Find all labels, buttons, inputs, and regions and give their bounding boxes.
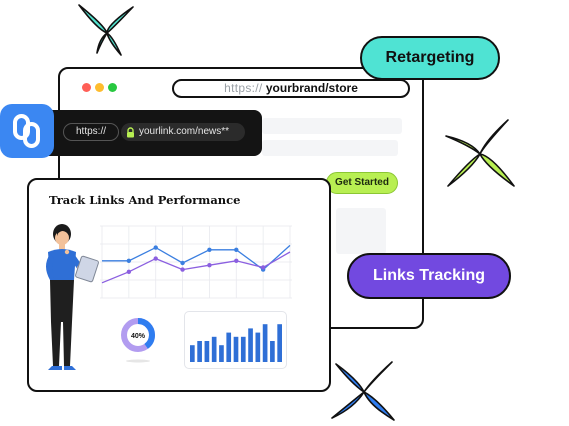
bar [277,324,282,362]
bar [197,341,202,362]
bar [211,336,217,362]
chart-point [126,269,132,274]
chart-point [153,256,158,261]
link-logo [0,104,54,158]
get-started-button[interactable]: Get Started [326,172,398,194]
chart-point [153,245,158,250]
person-illustration [46,224,99,370]
chart-point [234,258,239,263]
placeholder-block [336,208,386,254]
chart-point [180,260,185,266]
window-maximize-dot[interactable] [108,83,117,92]
bar [240,336,246,362]
sparkle-star-top-icon [78,4,134,56]
bar [233,336,239,362]
line-chart [100,225,292,299]
bar [204,341,210,362]
chart-point [207,263,212,268]
window-minimize-dot[interactable] [95,83,104,92]
bar [270,341,275,362]
bar [248,328,253,362]
donut-chart: 40% [121,318,155,363]
bar-chart [190,324,282,362]
retargeting-tag[interactable]: Retargeting [360,36,500,80]
placeholder-line [262,118,402,134]
lock-icon [127,127,134,138]
donut-label: 40% [131,333,146,340]
short-link-text: yourlink.com/news** [139,126,230,137]
card-title: Track Links And Performance [49,193,241,207]
chart-point [180,267,185,272]
bar-chart-frame [184,311,287,369]
bar [190,345,195,362]
chart-series-line [101,251,291,284]
links-tracking-tag[interactable]: Links Tracking [347,253,511,299]
placeholder-line [262,140,398,156]
sparkle-star-lime-icon [445,119,515,187]
address-path: yourbrand/store [265,81,358,95]
short-link-url[interactable]: yourlink.com/news** [121,123,245,141]
sparkle-star-blue-icon [331,361,395,421]
chart-point [126,258,132,263]
bar [255,332,261,362]
chart-point [260,265,266,270]
bar [262,324,268,362]
address-protocol: https:// [224,81,263,95]
chain-link-icon [13,114,40,148]
address-bar[interactable]: https:// yourbrand/store [172,79,410,98]
bar [219,345,224,362]
donut-value-arc [121,318,155,352]
bar [226,332,232,362]
window-close-dot[interactable] [82,83,91,92]
link-protocol: https:// [63,123,119,141]
chart-point [234,247,239,252]
chart-point [207,247,212,252]
